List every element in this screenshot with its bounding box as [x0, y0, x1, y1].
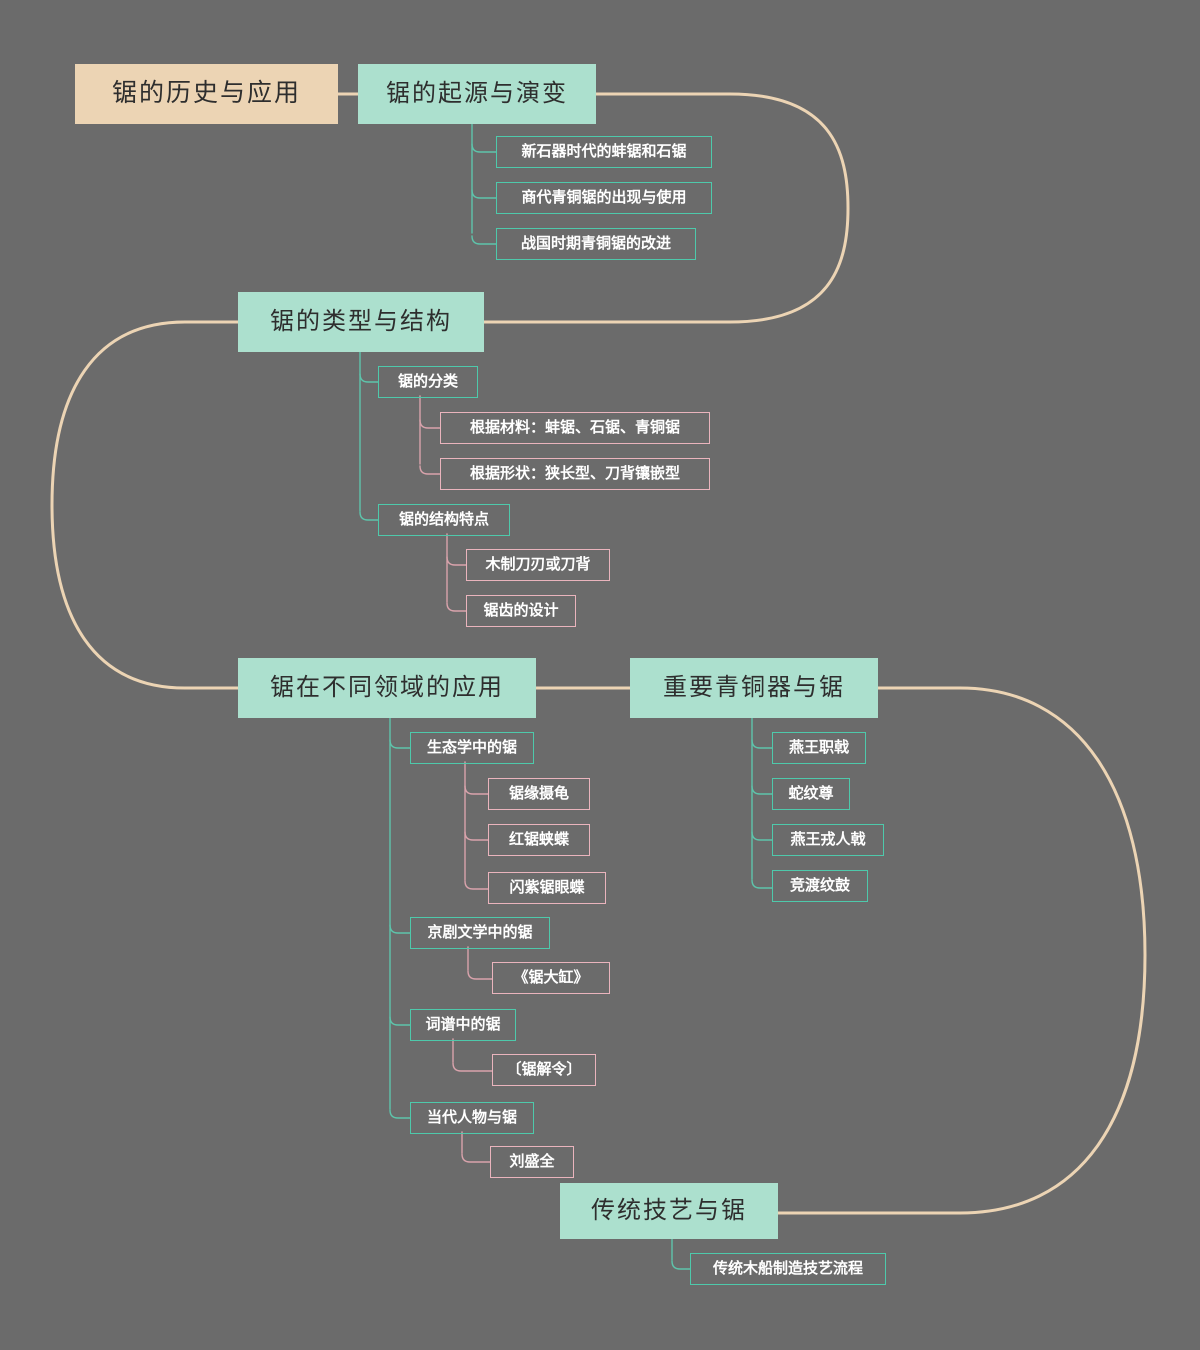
- node-ecology-purple-butterfly-label: 闪紫锯眼蝶: [509, 878, 585, 896]
- wire-b1-c1: [471, 143, 497, 153]
- node-origin-shang-bronze[interactable]: 商代青铜锯的出现与使用: [496, 182, 712, 214]
- node-branch-bronze-vessels-label: 重要青铜器与锯: [663, 673, 845, 701]
- node-classification-by-shape-label: 根据形状：狭长型、刀背镶嵌型: [469, 464, 680, 482]
- node-app-ecology-label: 生态学中的锯: [426, 738, 517, 756]
- node-cipu-jujieling[interactable]: 〔锯解令〕: [492, 1054, 596, 1086]
- node-branch-applications[interactable]: 锯在不同领域的应用: [238, 658, 536, 718]
- wire-b2-c2-g1: [446, 556, 467, 566]
- wire-b3-c1-g1: [464, 785, 489, 795]
- node-structure-wooden-blade-label: 木制刀刃或刀背: [485, 555, 591, 573]
- wire-b1-c2: [471, 189, 497, 199]
- node-app-modern-figures[interactable]: 当代人物与锯: [410, 1102, 534, 1134]
- node-origin-neolithic-label: 新石器时代的蚌锯和石锯: [521, 142, 687, 160]
- node-craft-wooden-boat-process[interactable]: 传统木船制造技艺流程: [690, 1253, 886, 1285]
- wire-b3-c4-g1: [461, 1153, 491, 1163]
- node-root-label: 锯的历史与应用: [111, 79, 301, 108]
- node-app-peking-opera[interactable]: 京剧文学中的锯: [410, 917, 550, 949]
- node-classification-by-material-label: 根据材料：蚌锯、石锯、青铜锯: [469, 418, 680, 436]
- node-bronze-yanwang-rongren-ji-label: 燕王戎人戟: [790, 830, 866, 848]
- node-bronze-snake-zun[interactable]: 蛇纹尊: [772, 778, 850, 810]
- spine-b4-to-b5: [776, 686, 1147, 1215]
- node-craft-wooden-boat-process-label: 传统木船制造技艺流程: [712, 1259, 863, 1277]
- wire-b4-c2: [751, 785, 773, 795]
- node-types-classification-label: 锯的分类: [397, 372, 458, 390]
- node-ecology-turtle-label: 锯缘摄龟: [508, 784, 569, 802]
- node-ecology-turtle[interactable]: 锯缘摄龟: [488, 778, 590, 810]
- node-bronze-boat-race-drum-label: 竞渡纹鼓: [789, 876, 850, 894]
- node-branch-applications-label: 锯在不同领域的应用: [270, 673, 504, 701]
- wire-b2-c1-g1: [419, 419, 441, 429]
- node-branch-bronze-vessels[interactable]: 重要青铜器与锯: [630, 658, 878, 718]
- node-opera-ju-da-gang-label: 《锯大缸》: [513, 968, 589, 986]
- node-bronze-yanwangzhi-ji-label: 燕王职戟: [788, 738, 849, 756]
- wire-b2-c1-g2: [419, 465, 441, 475]
- wire-b1-c3: [471, 235, 497, 245]
- node-branch-types[interactable]: 锯的类型与结构: [238, 292, 484, 352]
- node-bronze-boat-race-drum[interactable]: 竞渡纹鼓: [772, 870, 868, 902]
- wire-b3-c3: [389, 1016, 411, 1026]
- node-origin-warring-states[interactable]: 战国时期青铜锯的改进: [496, 228, 696, 260]
- node-bronze-snake-zun-label: 蛇纹尊: [788, 784, 834, 802]
- node-structure-tooth-design-label: 锯齿的设计: [483, 601, 559, 619]
- node-app-peking-opera-label: 京剧文学中的锯: [427, 923, 533, 941]
- node-app-cipu[interactable]: 词谱中的锯: [410, 1009, 516, 1041]
- wire-b5-c1: [671, 1260, 691, 1270]
- wire-b4-c3: [751, 831, 773, 841]
- node-classification-by-material[interactable]: 根据材料：蚌锯、石锯、青铜锯: [440, 412, 710, 444]
- node-structure-wooden-blade[interactable]: 木制刀刃或刀背: [466, 549, 610, 581]
- node-classification-by-shape[interactable]: 根据形状：狭长型、刀背镶嵌型: [440, 458, 710, 490]
- wire-b2-c2: [359, 511, 379, 521]
- node-types-structure-label: 锯的结构特点: [398, 510, 489, 528]
- wire-b3-c1: [389, 739, 411, 749]
- node-structure-tooth-design[interactable]: 锯齿的设计: [466, 595, 576, 627]
- node-cipu-jujieling-label: 〔锯解令〕: [506, 1060, 582, 1078]
- node-modern-liu-shengquan[interactable]: 刘盛全: [490, 1146, 574, 1178]
- node-opera-ju-da-gang[interactable]: 《锯大缸》: [492, 962, 610, 994]
- node-app-ecology[interactable]: 生态学中的锯: [410, 732, 534, 764]
- node-branch-traditional-craft-label: 传统技艺与锯: [591, 1196, 747, 1224]
- node-types-structure[interactable]: 锯的结构特点: [378, 504, 510, 536]
- wire-b3-c3-g1: [452, 1062, 493, 1072]
- wire-b3-c2-g1: [467, 970, 493, 980]
- wire-b3-c1-g3: [464, 880, 489, 890]
- node-ecology-red-lacewing-label: 红锯蛱蝶: [508, 830, 569, 848]
- wire-b2-c1: [359, 373, 379, 383]
- wire-b4-c1: [751, 739, 773, 749]
- node-types-classification[interactable]: 锯的分类: [378, 366, 478, 398]
- spine-b2-to-b3: [50, 320, 240, 690]
- node-modern-liu-shengquan-label: 刘盛全: [509, 1152, 555, 1170]
- node-branch-types-label: 锯的类型与结构: [270, 307, 452, 335]
- node-branch-origin[interactable]: 锯的起源与演变: [358, 64, 596, 124]
- wire-b3-c2: [389, 924, 411, 934]
- node-bronze-yanwangzhi-ji[interactable]: 燕王职戟: [772, 732, 866, 764]
- wire-b3-c1-g2: [464, 831, 489, 841]
- node-root[interactable]: 锯的历史与应用: [75, 64, 338, 124]
- wire-b3-c4: [389, 1109, 411, 1119]
- node-app-modern-figures-label: 当代人物与锯: [426, 1108, 517, 1126]
- node-branch-traditional-craft[interactable]: 传统技艺与锯: [560, 1183, 778, 1239]
- node-ecology-purple-butterfly[interactable]: 闪紫锯眼蝶: [488, 872, 606, 904]
- node-origin-warring-states-label: 战国时期青铜锯的改进: [520, 234, 671, 252]
- wire-b4-c4: [751, 879, 773, 889]
- node-bronze-yanwang-rongren-ji[interactable]: 燕王戎人戟: [772, 824, 884, 856]
- wire-b2-c2-g2: [446, 602, 467, 612]
- node-origin-neolithic[interactable]: 新石器时代的蚌锯和石锯: [496, 136, 712, 168]
- node-ecology-red-lacewing[interactable]: 红锯蛱蝶: [488, 824, 590, 856]
- node-app-cipu-label: 词谱中的锯: [425, 1015, 501, 1033]
- node-origin-shang-bronze-label: 商代青铜锯的出现与使用: [521, 188, 687, 206]
- node-branch-origin-label: 锯的起源与演变: [386, 79, 568, 107]
